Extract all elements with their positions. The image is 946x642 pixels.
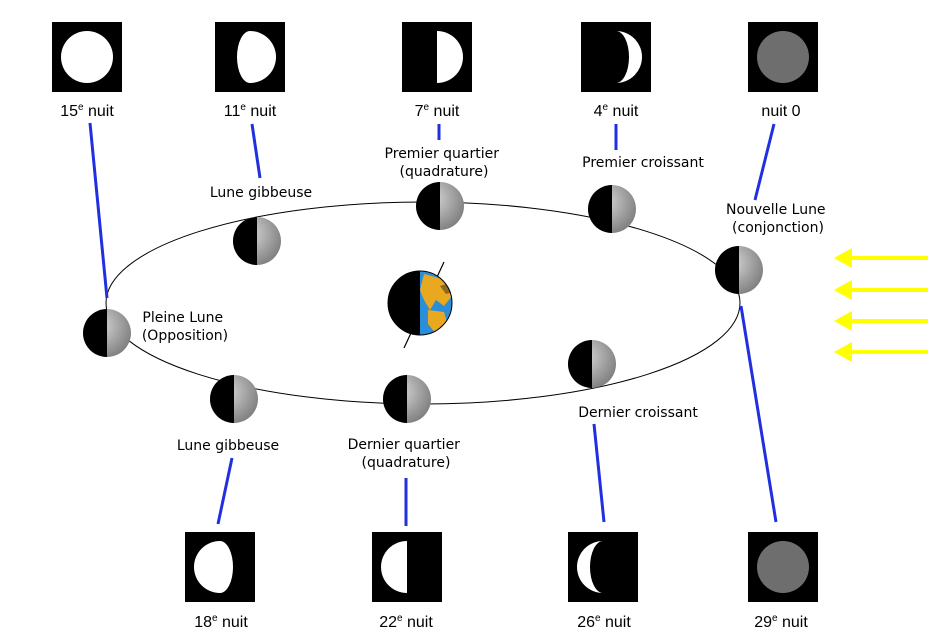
phase-icon-waning-crescent	[568, 532, 638, 602]
label-waning-crescent: Dernier croissant	[578, 405, 698, 421]
night-label-26: 26e nuit	[577, 613, 631, 631]
moon-last-quarter	[383, 375, 431, 423]
leader-line	[753, 123, 776, 201]
phase-icon-last-quarter	[372, 532, 442, 602]
night-label-29: 29e nuit	[754, 613, 808, 631]
label-last-quarter: Dernier quartier (quadrature)	[348, 437, 465, 471]
phase-icon-full	[52, 22, 122, 92]
label-new-moon: Nouvelle Lune (conjonction)	[726, 202, 830, 236]
night-label-15: 15e nuit	[60, 102, 114, 120]
moon-waning-gibbous	[210, 375, 258, 423]
leader-line	[88, 122, 109, 299]
phase-icon-new-29	[748, 532, 818, 602]
sun-arrow	[834, 342, 928, 362]
phase-icon-waxing-gibbous	[215, 22, 285, 92]
leader-line	[250, 123, 262, 179]
sun-arrow	[834, 248, 928, 268]
moon-waxing-crescent	[588, 185, 636, 233]
night-label-4: 4e nuit	[594, 102, 639, 120]
sun-arrow	[834, 280, 928, 300]
leader-line	[739, 305, 778, 523]
label-waxing-crescent: Premier croissant	[582, 155, 704, 171]
label-first-quarter: Premier quartier (quadrature)	[385, 146, 504, 180]
night-label-11: 11e nuit	[224, 102, 277, 120]
moon-full	[83, 309, 131, 357]
label-waxing-gibbous: Lune gibbeuse	[210, 185, 312, 201]
moon-new	[715, 246, 763, 294]
moon-first-quarter	[416, 182, 464, 230]
phase-labels: Premier quartier (quadrature) Premier cr…	[142, 146, 830, 471]
bottom-phase-icons	[185, 532, 818, 602]
night-label-0: nuit 0	[761, 103, 800, 120]
moon-waxing-gibbous	[233, 217, 281, 265]
phase-icon-new	[748, 22, 818, 92]
night-label-18: 18e nuit	[194, 613, 248, 631]
leader-line	[592, 423, 606, 523]
sunlight-arrows	[834, 248, 928, 362]
night-label-7: 7e nuit	[415, 102, 460, 120]
night-label-22: 22e nuit	[379, 613, 433, 631]
leader-line	[216, 457, 234, 525]
top-phase-icons	[52, 22, 818, 92]
night-labels: 15e nuit 11e nuit 7e nuit 4e nuit nuit 0…	[60, 102, 808, 631]
earth-globe	[387, 261, 453, 349]
phase-icon-first-quarter	[402, 22, 472, 92]
moon-waning-crescent	[568, 340, 616, 388]
sun-arrow	[834, 311, 928, 331]
phase-icon-waxing-crescent	[581, 22, 651, 92]
label-waning-gibbous: Lune gibbeuse	[177, 438, 279, 454]
phase-icon-waning-gibbous	[185, 532, 255, 602]
leader-lines	[88, 122, 778, 526]
orbit-moons	[83, 182, 763, 423]
label-full-moon: Pleine Lune (Opposition)	[142, 310, 228, 344]
